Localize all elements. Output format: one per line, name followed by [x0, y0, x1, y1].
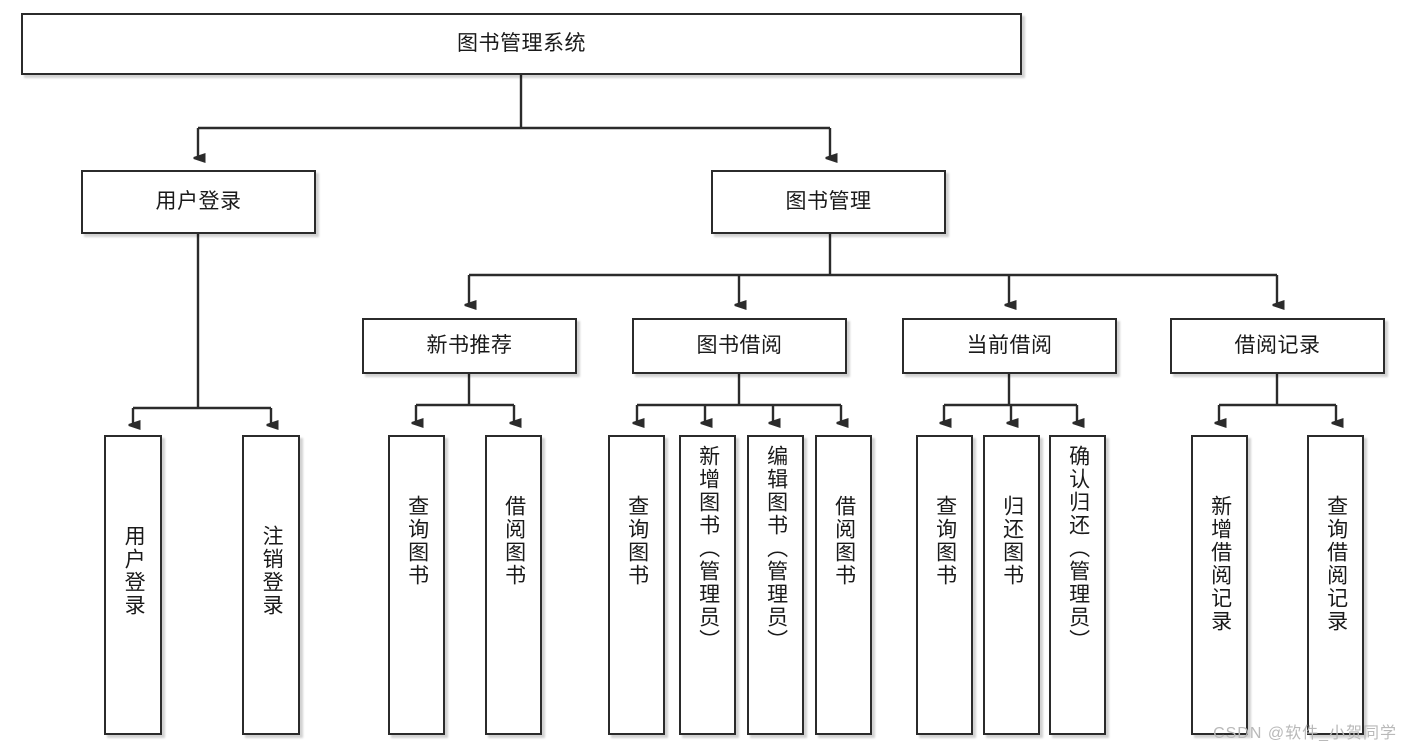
node-user-login[interactable]: 用户登录	[81, 170, 316, 234]
leaf-borrow-book-2-label: 借阅图书	[832, 495, 856, 587]
node-book-borrow[interactable]: 图书借阅	[632, 318, 847, 374]
node-borrow-record-label: 借阅记录	[1234, 334, 1321, 358]
leaf-borrow-book-1-label: 借阅图书	[502, 495, 526, 587]
leaf-return-book[interactable]: 归还图书	[983, 435, 1040, 735]
leaf-query-book-3[interactable]: 查询图书	[916, 435, 973, 735]
leaf-query-record[interactable]: 查询借阅记录	[1307, 435, 1364, 735]
leaf-query-book-1-label: 查询图书	[405, 495, 429, 587]
leaf-add-record-label: 新增借阅记录	[1208, 495, 1232, 633]
leaf-logout-label: 注销登录	[260, 525, 284, 617]
leaf-add-record[interactable]: 新增借阅记录	[1191, 435, 1248, 735]
node-user-login-label: 用户登录	[155, 190, 242, 214]
node-borrow-record[interactable]: 借阅记录	[1170, 318, 1385, 374]
leaf-add-book-label: 新增图书（管理员）	[696, 445, 720, 652]
leaf-query-book-1[interactable]: 查询图书	[388, 435, 445, 735]
node-new-book-rec-label: 新书推荐	[426, 334, 513, 358]
leaf-confirm-return[interactable]: 确认归还（管理员）	[1049, 435, 1106, 735]
node-root-label: 图书管理系统	[457, 32, 586, 56]
leaf-edit-book-label: 编辑图书（管理员）	[764, 445, 788, 652]
leaf-return-book-label: 归还图书	[1000, 495, 1024, 587]
node-current-borrow-label: 当前借阅	[966, 334, 1053, 358]
leaf-confirm-return-label: 确认归还（管理员）	[1066, 445, 1090, 652]
watermark: CSDN @软件_小贺同学	[1213, 725, 1397, 742]
leaf-user-login-label: 用户登录	[122, 525, 146, 617]
leaf-add-book[interactable]: 新增图书（管理员）	[679, 435, 736, 735]
leaf-query-book-2-label: 查询图书	[625, 495, 649, 587]
node-book-manage-label: 图书管理	[785, 190, 872, 214]
leaf-borrow-book-1[interactable]: 借阅图书	[485, 435, 542, 735]
leaf-query-book-2[interactable]: 查询图书	[608, 435, 665, 735]
leaf-logout[interactable]: 注销登录	[242, 435, 300, 735]
leaf-query-book-3-label: 查询图书	[933, 495, 957, 587]
leaf-edit-book[interactable]: 编辑图书（管理员）	[747, 435, 804, 735]
node-root[interactable]: 图书管理系统	[21, 13, 1022, 75]
leaf-query-record-label: 查询借阅记录	[1324, 495, 1348, 633]
node-book-borrow-label: 图书借阅	[696, 334, 783, 358]
leaf-borrow-book-2[interactable]: 借阅图书	[815, 435, 872, 735]
node-new-book-rec[interactable]: 新书推荐	[362, 318, 577, 374]
node-current-borrow[interactable]: 当前借阅	[902, 318, 1117, 374]
node-book-manage[interactable]: 图书管理	[711, 170, 946, 234]
leaf-user-login[interactable]: 用户登录	[104, 435, 162, 735]
